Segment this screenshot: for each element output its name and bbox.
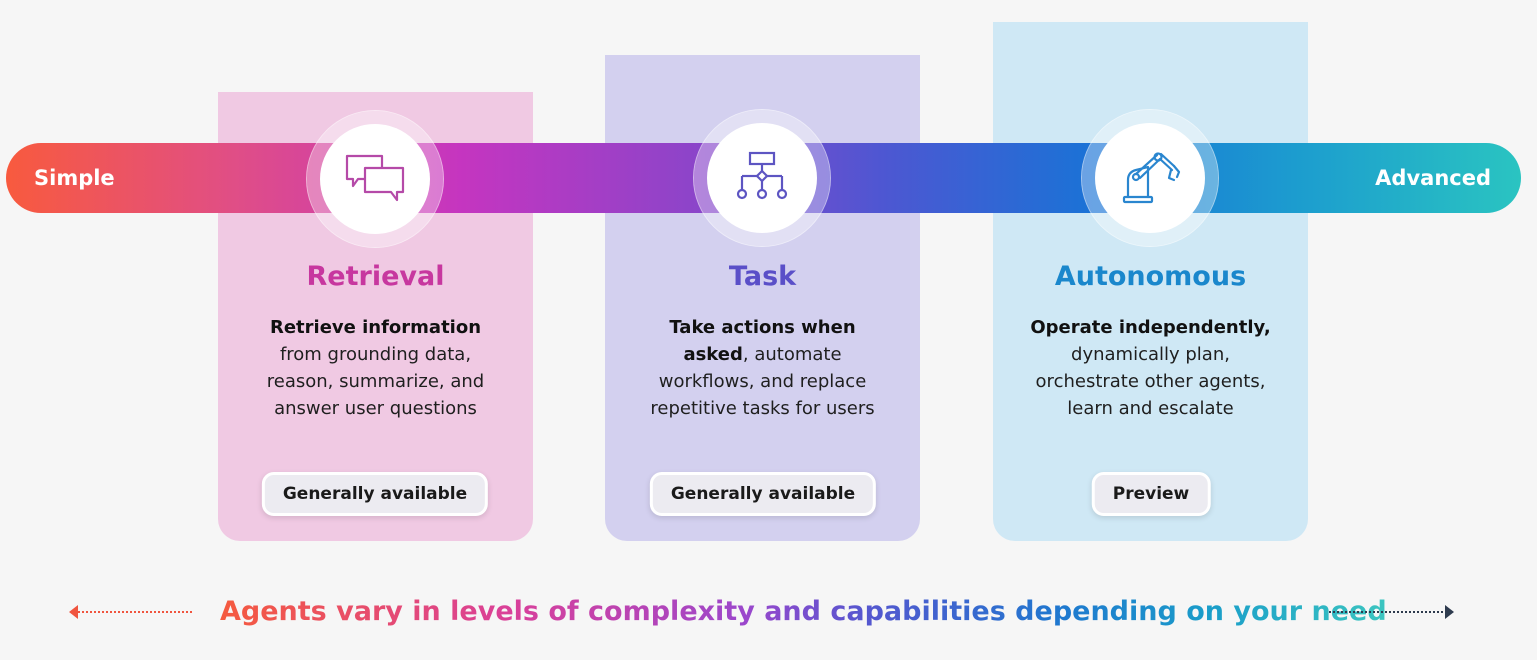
autonomous-status-badge: Preview: [1091, 472, 1211, 516]
autonomous-title: Autonomous: [1054, 261, 1247, 292]
retrieval-desc-line: reason, summarize, and: [266, 371, 485, 392]
autonomous-icon-badge: [1082, 110, 1218, 246]
chat-bubbles-icon: [345, 154, 405, 202]
task-desc-line: , automate: [742, 344, 842, 365]
scale-label-simple: Simple: [34, 166, 115, 190]
autonomous-desc-line: dynamically plan,: [1071, 344, 1230, 365]
retrieval-desc-line: Retrieve information: [269, 317, 482, 338]
task-status-badge: Generally available: [649, 472, 877, 516]
retrieval-description: Retrieve information from grounding data…: [218, 314, 533, 422]
retrieval-title: Retrieval: [306, 261, 445, 292]
footer: Agents vary in levels of complexity and …: [0, 590, 1537, 634]
autonomous-desc-line: learn and escalate: [1067, 398, 1234, 419]
retrieval-desc-line: from grounding data,: [279, 344, 472, 365]
autonomous-description: Operate independently, dynamically plan,…: [993, 314, 1308, 422]
arrow-left-icon: [69, 605, 194, 619]
retrieval-icon-badge: [307, 111, 443, 247]
task-title: Task: [728, 261, 797, 292]
task-desc-line: workflows, and replace: [658, 371, 867, 392]
task-desc-line: repetitive tasks for users: [650, 398, 875, 419]
autonomous-desc-line: Operate independently,: [1030, 317, 1271, 338]
task-desc-asked: asked: [683, 344, 743, 365]
workflow-icon: [736, 151, 788, 200]
footer-caption: Agents vary in levels of complexity and …: [220, 590, 1387, 634]
robotic-arm-icon: [1122, 152, 1181, 204]
task-description: Take actions when asked, automate workfl…: [605, 314, 920, 422]
autonomous-desc-line: orchestrate other agents,: [1035, 371, 1266, 392]
arrow-right-icon: [1329, 605, 1454, 619]
task-icon-badge: [694, 110, 830, 246]
retrieval-desc-line: answer user questions: [274, 398, 477, 419]
retrieval-status-badge: Generally available: [261, 472, 489, 516]
task-desc-line: Take actions when: [669, 317, 856, 338]
autonomous-card: [993, 22, 1308, 541]
scale-label-advanced: Advanced: [1375, 166, 1491, 190]
